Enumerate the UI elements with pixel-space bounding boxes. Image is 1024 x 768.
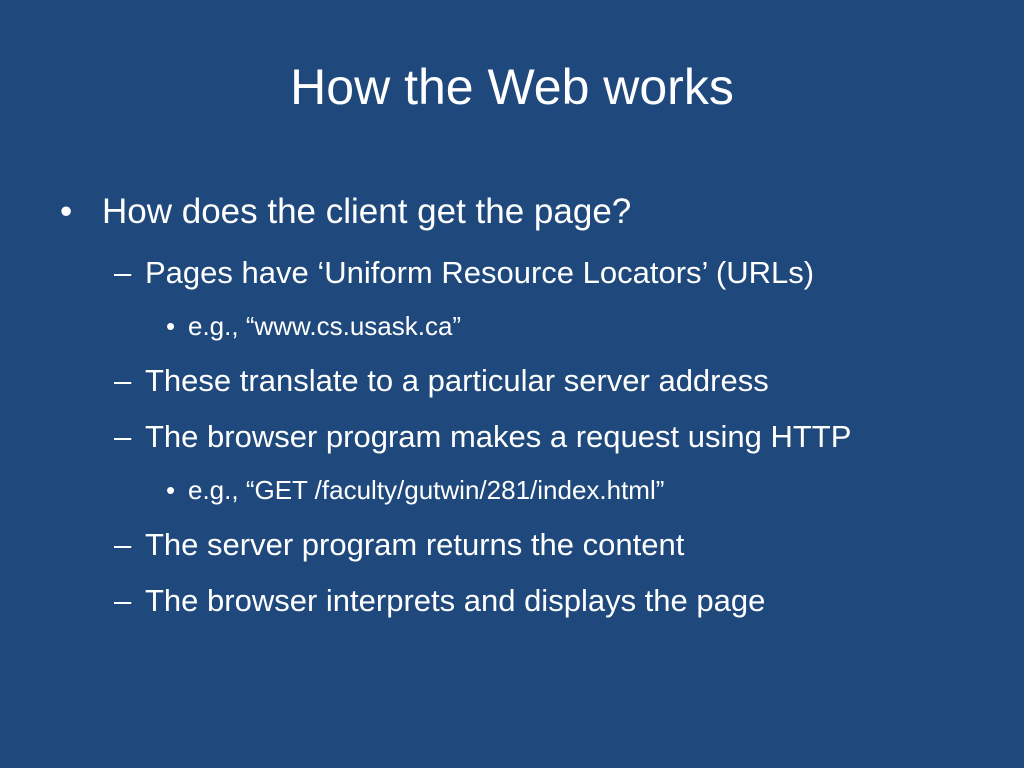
sub-bullet-text: The browser interprets and displays the … bbox=[145, 583, 766, 618]
sub-bullet-item: –The browser program makes a request usi… bbox=[114, 421, 851, 452]
sub-bullet-item: –The server program returns the content bbox=[114, 529, 684, 560]
dash-marker: – bbox=[114, 583, 132, 618]
sub-sub-bullet-text: e.g., “GET /faculty/gutwin/281/index.htm… bbox=[188, 475, 665, 505]
bullet-marker: • bbox=[60, 192, 73, 231]
sub-sub-bullet-item: • e.g., “www.cs.usask.ca” bbox=[166, 313, 461, 339]
sub-bullet-text: Pages have ‘Uniform Resource Locators’ (… bbox=[145, 255, 815, 290]
bullet-marker: • bbox=[166, 475, 176, 505]
sub-bullet-item: –The browser interprets and displays the… bbox=[114, 585, 765, 616]
sub-bullet-item: –These translate to a particular server … bbox=[114, 365, 769, 396]
dash-marker: – bbox=[114, 363, 132, 398]
sub-bullet-text: The browser program makes a request usin… bbox=[145, 419, 852, 454]
sub-sub-bullet-text: e.g., “www.cs.usask.ca” bbox=[188, 311, 462, 341]
sub-bullet-item: –Pages have ‘Uniform Resource Locators’ … bbox=[114, 257, 814, 288]
bullet-marker: • bbox=[166, 311, 176, 341]
dash-marker: – bbox=[114, 419, 132, 454]
slide-title: How the Web works bbox=[290, 59, 734, 115]
sub-bullet-text: These translate to a particular server a… bbox=[145, 363, 769, 398]
bullet-text: How does the client get the page? bbox=[102, 192, 632, 231]
bullet-item: • How does the client get the page? bbox=[60, 194, 631, 229]
sub-sub-bullet-item: • e.g., “GET /faculty/gutwin/281/index.ht… bbox=[166, 477, 664, 503]
sub-bullet-text: The server program returns the content bbox=[145, 527, 685, 562]
dash-marker: – bbox=[114, 527, 132, 562]
dash-marker: – bbox=[114, 255, 132, 290]
